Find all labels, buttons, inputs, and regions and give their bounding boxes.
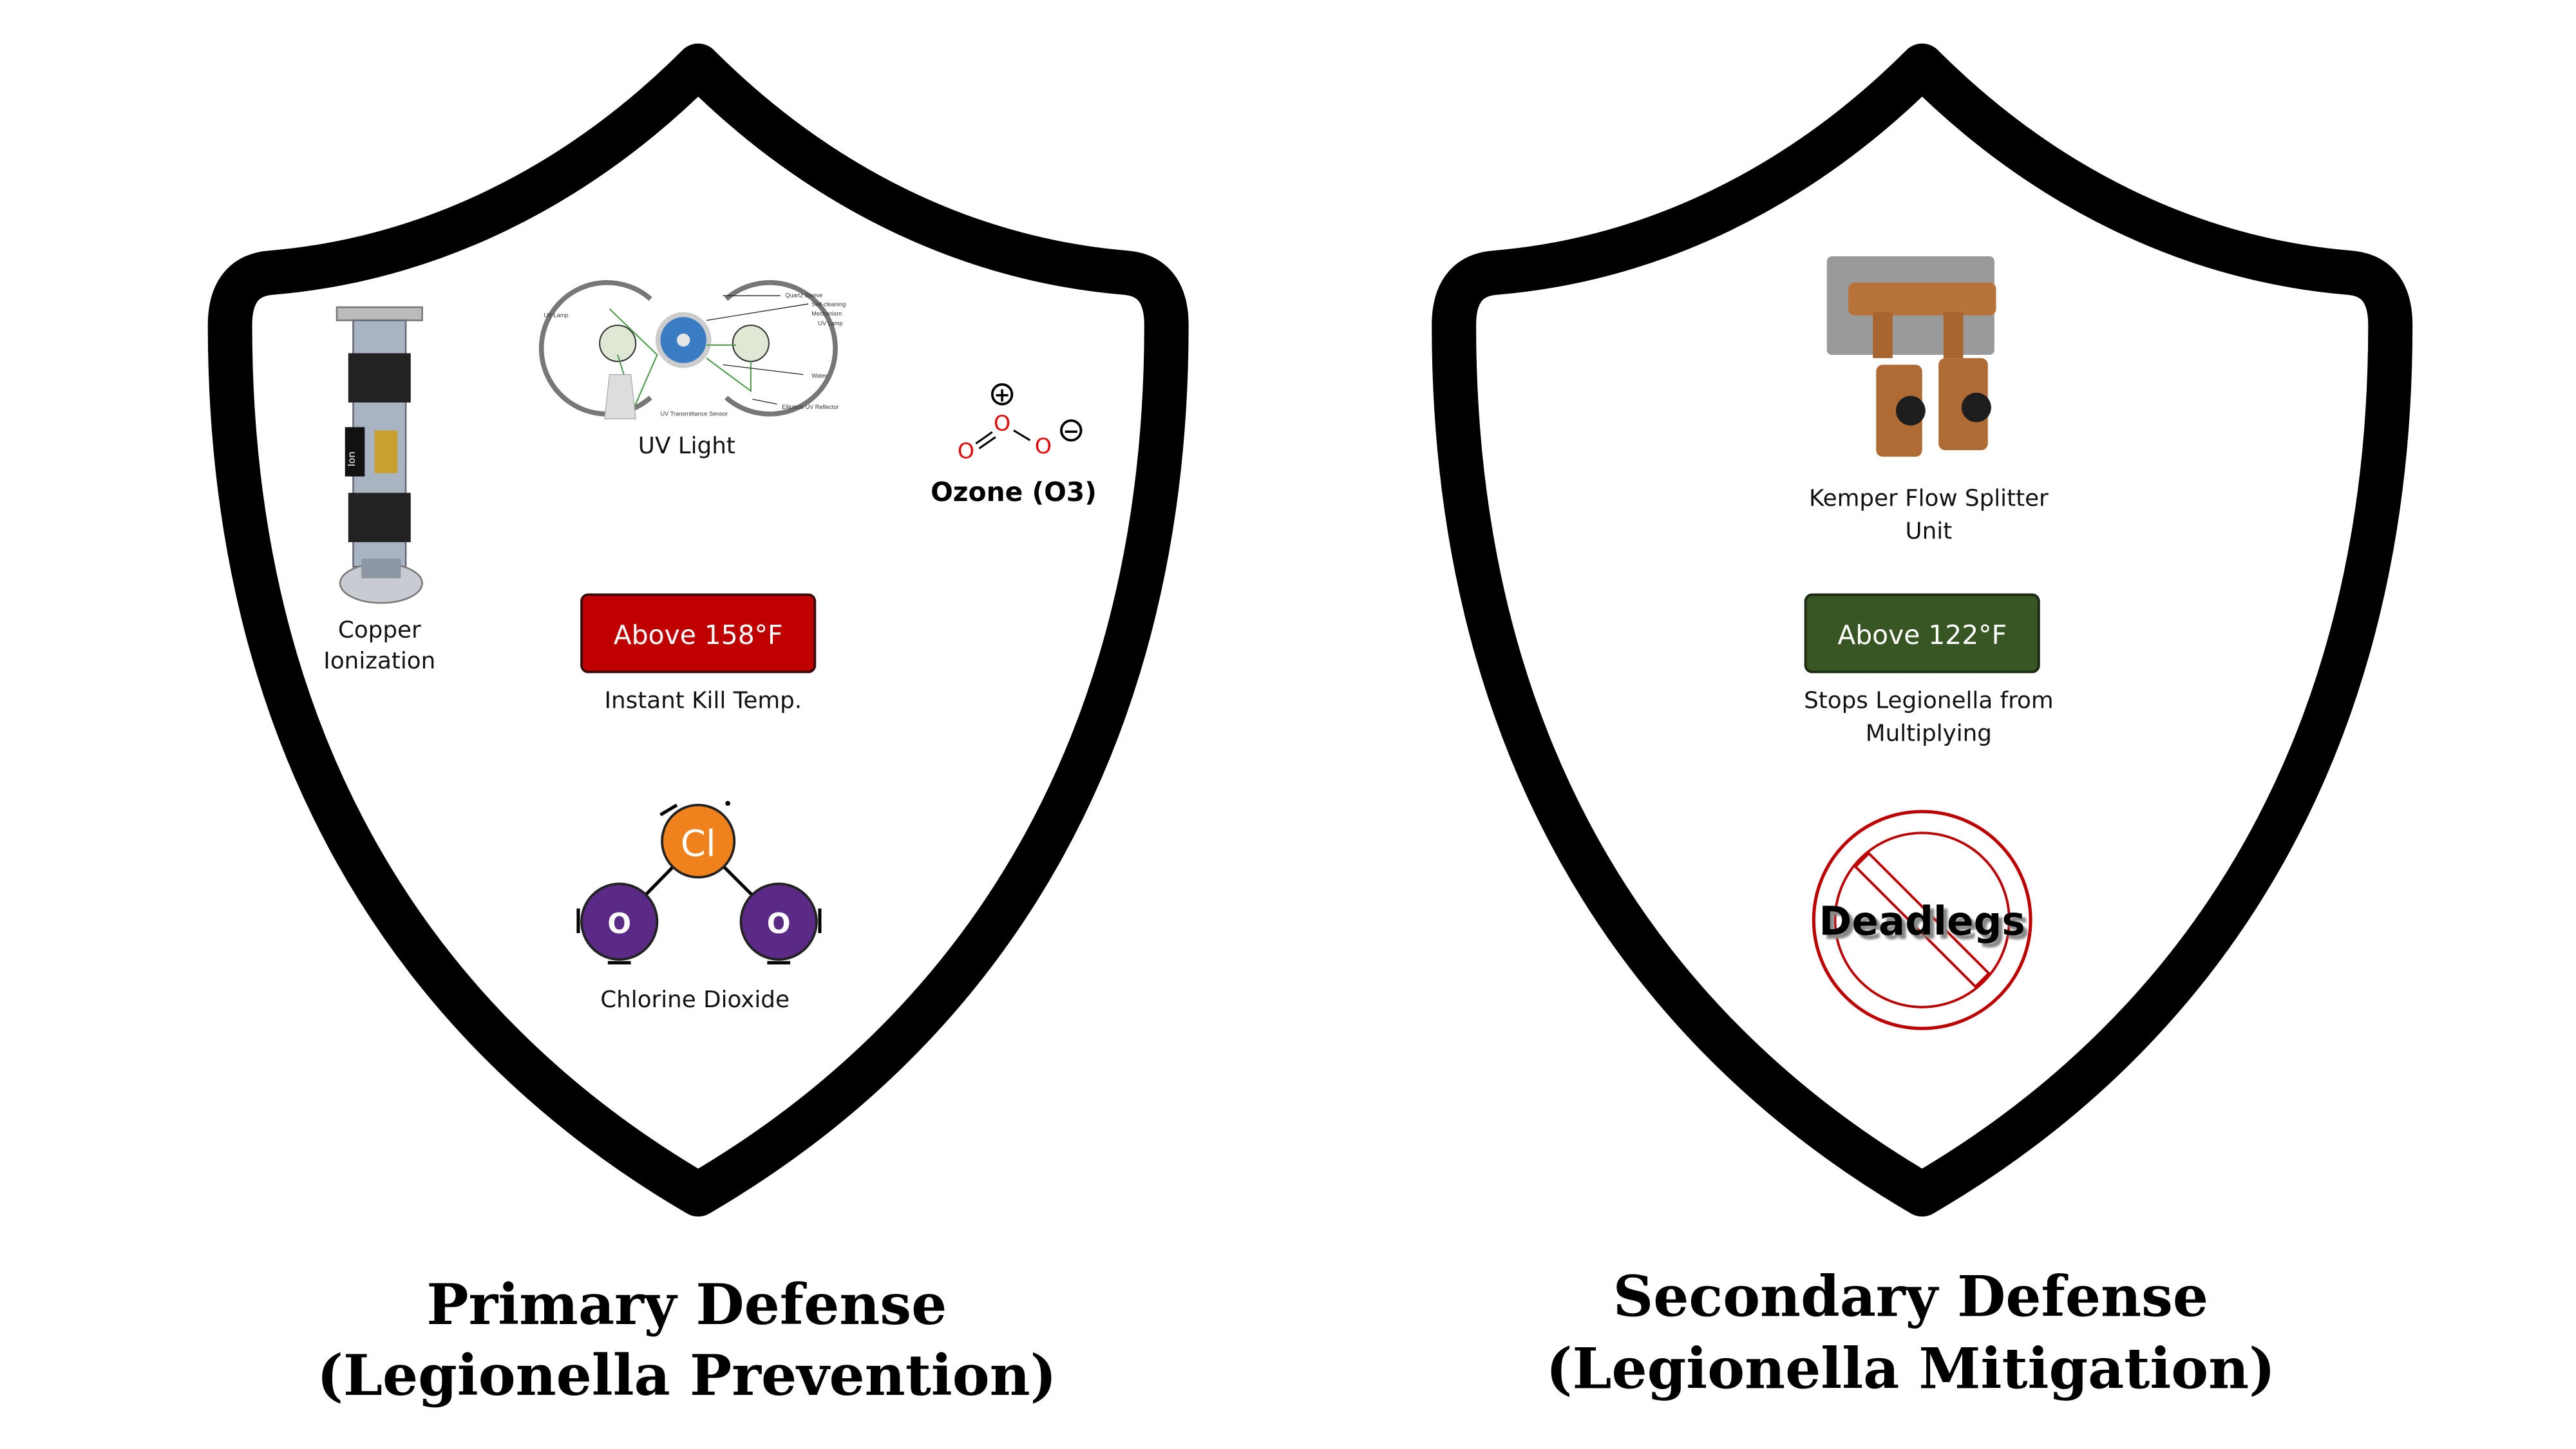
- uv-diagram-label: Quartz Sleeve: [785, 292, 822, 299]
- ozone-label: Ozone (O3): [931, 477, 1097, 507]
- chlorine-atom: Cl: [681, 823, 716, 865]
- instant-kill-temp-caption: Instant Kill Temp.: [605, 687, 802, 714]
- copper-ionization-label-2: Ionization: [323, 648, 435, 674]
- chlorine-dioxide-label: Chlorine Dioxide: [600, 987, 790, 1013]
- instant-kill-temp-badge: [580, 593, 817, 674]
- instant-kill-temp-value: Above 158°F: [614, 620, 783, 650]
- secondary-subtitle: (Legionella Mitigation): [1546, 1337, 2275, 1402]
- copper-ionization-device-image: Ion: [336, 306, 423, 604]
- uv-diagram-label: Mechanism: [811, 310, 842, 317]
- uv-diagram-label: Elliptical UV Reflector: [782, 404, 838, 410]
- primary-subtitle: (Legionella Prevention): [317, 1343, 1057, 1408]
- multiplying-temp-value: Above 122°F: [1837, 620, 2007, 650]
- primary-title: Primary Defense: [426, 1273, 947, 1338]
- oxygen-atom: O: [958, 439, 974, 464]
- multiplying-caption-2: Multiplying: [1866, 721, 1992, 747]
- positive-charge: +: [994, 384, 1010, 407]
- uv-diagram-label: UV Lamp: [544, 312, 568, 318]
- kemper-label-1: Kemper Flow Splitter: [1809, 486, 2049, 512]
- uv-diagram-label: UV Lamp: [818, 320, 842, 327]
- chlorine-dioxide-molecule: Cl O O: [576, 800, 822, 965]
- copper-ionization-label-1: Copper: [338, 617, 421, 643]
- uv-diagram-label: UV Transmittance Sensor: [661, 410, 728, 417]
- uv-light-label: UV Light: [638, 433, 735, 459]
- secondary-title: Secondary Defense: [1613, 1264, 2208, 1329]
- kemper-label-2: Unit: [1906, 518, 1953, 545]
- deadlegs-label: Deadlegs: [1819, 899, 2025, 945]
- kemper-flow-splitter-image: [1826, 256, 1996, 457]
- uv-diagram-label: Water: [811, 373, 827, 379]
- oxygen-atom: O: [767, 908, 791, 940]
- oxygen-atom: O: [1035, 433, 1052, 459]
- multiplying-caption-1: Stops Legionella from: [1804, 687, 2054, 714]
- negative-charge: −: [1063, 421, 1079, 443]
- copper-device-label: Ion: [346, 451, 357, 467]
- no-deadlegs-icon: Deadlegs: [1812, 810, 2032, 1030]
- oxygen-atom: O: [607, 908, 631, 940]
- ozone-molecule: + − O O O: [958, 383, 1083, 464]
- oxygen-atom: O: [994, 410, 1010, 435]
- multiplying-temp-badge: [1804, 593, 2040, 674]
- uv-diagram-label: Self-cleaning: [811, 301, 846, 308]
- uv-light-diagram: UV Lamp Quartz Sleeve Self-cleaning Mech…: [538, 279, 846, 420]
